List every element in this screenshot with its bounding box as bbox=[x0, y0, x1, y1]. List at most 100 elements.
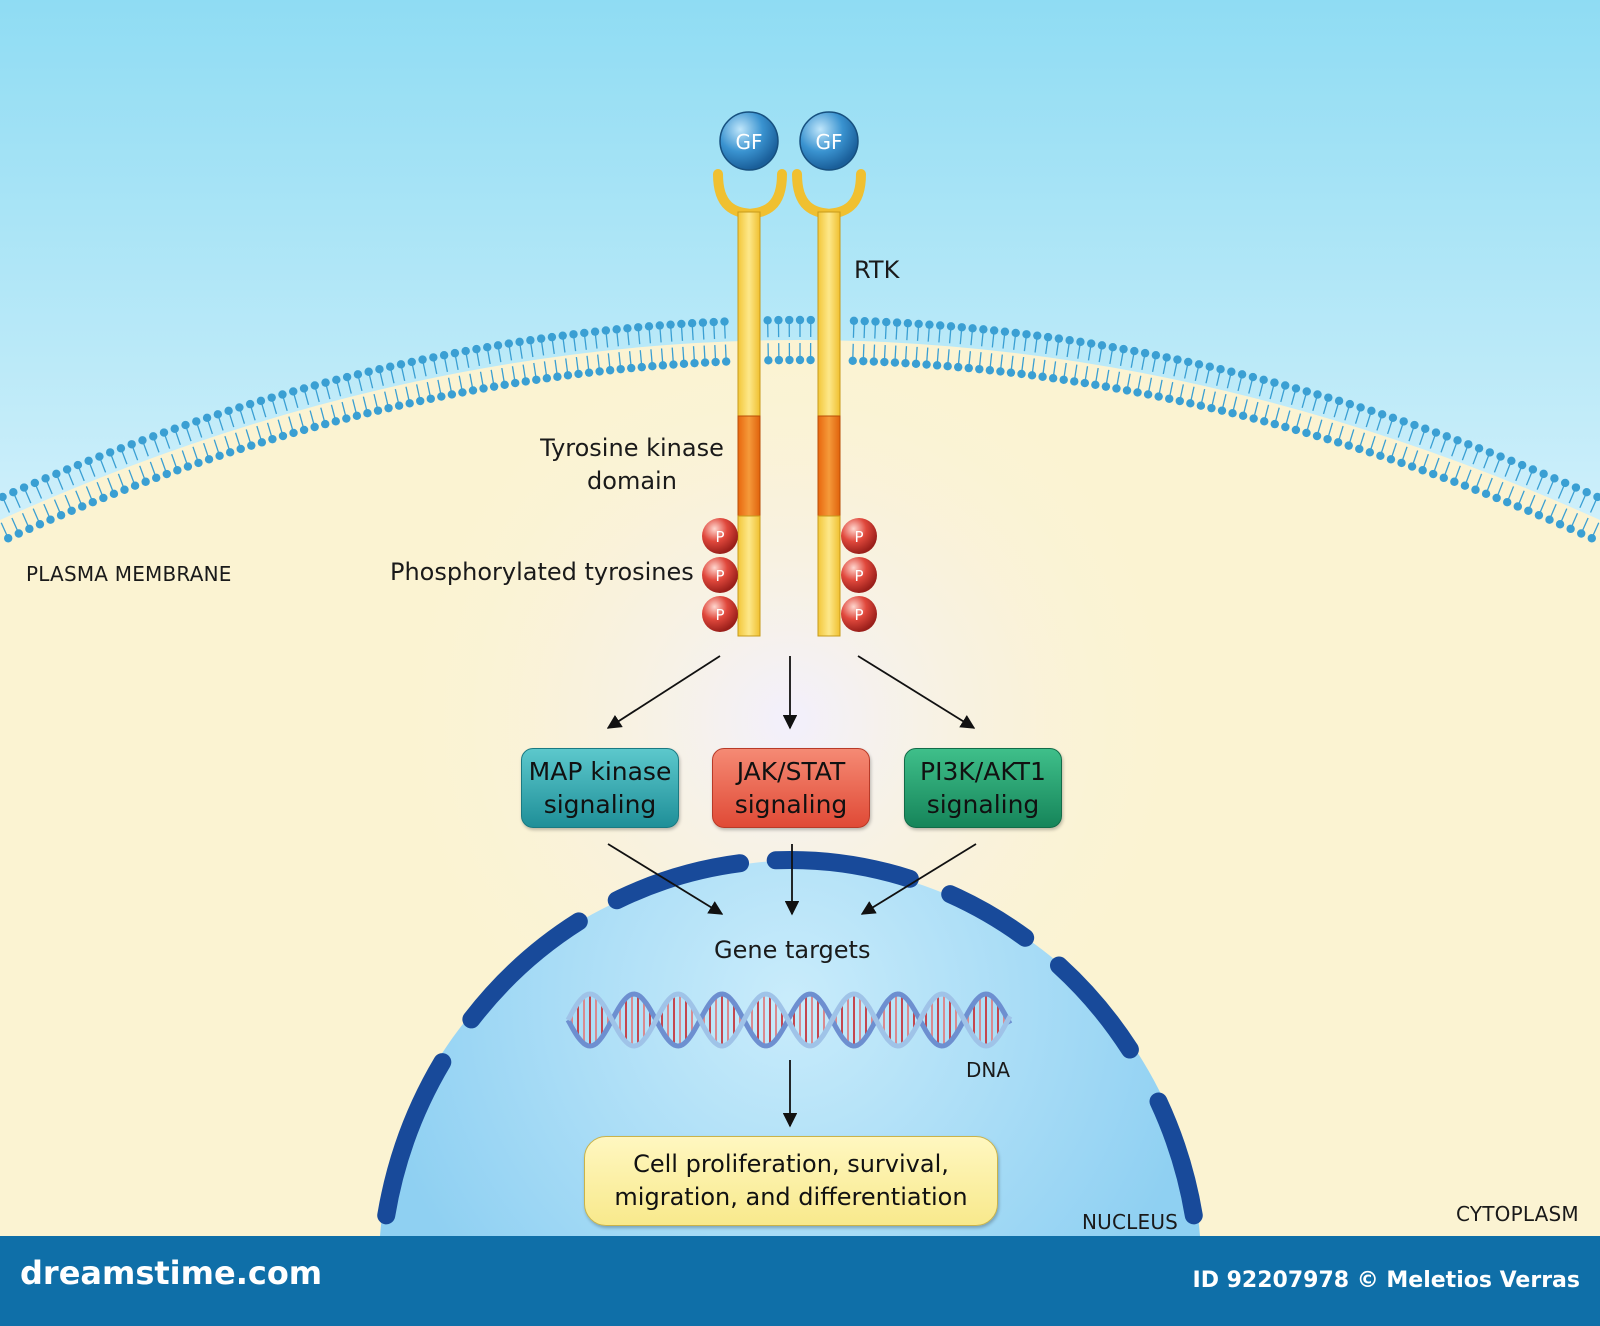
lipid-head bbox=[1312, 431, 1322, 441]
lipid-head bbox=[764, 356, 773, 365]
receptor-extracellular-segment bbox=[817, 211, 841, 417]
lipid-head bbox=[88, 498, 97, 507]
lipid-head bbox=[774, 315, 783, 325]
lipid-head bbox=[363, 409, 372, 418]
lipid-head bbox=[687, 319, 697, 328]
lipid-head bbox=[709, 317, 718, 327]
lipid-head bbox=[542, 374, 552, 383]
envelope-segment bbox=[377, 1053, 452, 1225]
lipid-head bbox=[141, 477, 150, 486]
lipid-head bbox=[62, 465, 72, 474]
lipid-head bbox=[331, 417, 340, 426]
lipid-head bbox=[1323, 434, 1332, 444]
lipid-head bbox=[648, 362, 657, 371]
lipid-head bbox=[384, 403, 393, 413]
phosphate-right-3: P bbox=[841, 596, 877, 632]
lipid-head bbox=[1038, 372, 1047, 381]
lipid-head bbox=[0, 492, 7, 502]
lipid-head bbox=[634, 323, 643, 332]
lipid-head bbox=[204, 455, 214, 464]
envelope-segment bbox=[941, 885, 1035, 947]
lipid-head bbox=[342, 372, 352, 382]
lipid-head bbox=[1143, 390, 1153, 399]
lipid-head bbox=[1431, 428, 1441, 437]
lipid-head bbox=[332, 375, 341, 385]
lipid-head bbox=[1539, 469, 1548, 479]
phosphorylated-tyrosines-label: Phosphorylated tyrosines bbox=[390, 558, 694, 586]
lipid-head bbox=[352, 411, 362, 421]
lipid-head bbox=[1022, 330, 1031, 339]
lipid-head bbox=[605, 366, 615, 375]
lipid-head bbox=[763, 316, 772, 325]
lipid-head bbox=[1429, 469, 1438, 479]
lipid-head bbox=[1133, 388, 1142, 397]
lipid-head bbox=[1496, 452, 1505, 461]
lipid-head bbox=[416, 396, 425, 406]
phosphate-right-1: P bbox=[841, 518, 877, 554]
lipid-head bbox=[500, 380, 509, 390]
map-box-line1: MAP kinase bbox=[528, 757, 672, 786]
lipid-head bbox=[1407, 462, 1417, 471]
lipid-head bbox=[669, 360, 678, 369]
lipid-head bbox=[658, 361, 668, 370]
svg-text:P: P bbox=[854, 567, 863, 585]
lipid-head bbox=[996, 367, 1005, 376]
lipid-head bbox=[458, 388, 467, 397]
lipid-head bbox=[1140, 348, 1150, 358]
lipid-head bbox=[116, 444, 126, 453]
lipid-head bbox=[1173, 355, 1182, 364]
lipid-head bbox=[553, 372, 562, 381]
lipid-head bbox=[1333, 438, 1343, 447]
envelope-segment bbox=[1049, 956, 1139, 1059]
lipid-head bbox=[510, 378, 520, 388]
lipid-head bbox=[532, 375, 541, 384]
lipid-head bbox=[46, 515, 55, 524]
arrow-pi3k-to-genes bbox=[860, 843, 977, 915]
lipid-head bbox=[580, 328, 589, 338]
gf-right-label: GF bbox=[815, 130, 842, 154]
dna-label: DNA bbox=[966, 1058, 1011, 1082]
lipid-head bbox=[1386, 455, 1396, 464]
lipid-head bbox=[943, 362, 952, 371]
growth-factor-right bbox=[799, 111, 859, 171]
lipid-head bbox=[321, 378, 330, 387]
lipid-head bbox=[1281, 422, 1290, 432]
lipid-head bbox=[1205, 362, 1214, 371]
outcome-line1: Cell proliferation, survival, bbox=[633, 1150, 949, 1178]
lipid-head bbox=[479, 384, 488, 393]
lipid-head bbox=[1302, 387, 1311, 396]
lipid-head bbox=[394, 401, 404, 410]
lipid-head bbox=[590, 327, 600, 336]
lipid-head bbox=[95, 452, 104, 461]
lipid-head bbox=[99, 493, 108, 503]
lipid-head bbox=[489, 382, 499, 391]
outcome-line2: migration, and differentiation bbox=[614, 1183, 968, 1211]
lipid-head bbox=[1281, 381, 1290, 390]
lipid-head bbox=[616, 364, 625, 374]
lipid-head bbox=[975, 364, 984, 374]
lipid-head bbox=[569, 330, 578, 339]
lipid-head bbox=[1345, 399, 1355, 409]
lipid-head bbox=[472, 344, 481, 354]
lipid-head bbox=[194, 458, 203, 468]
lipid-head bbox=[310, 381, 319, 390]
phosphate-left-1: P bbox=[702, 518, 738, 554]
tyrosine-kinase-domain-label: Tyrosine kinase domain bbox=[528, 432, 736, 498]
lipid-head bbox=[1006, 368, 1016, 377]
arrow-to-pi3k-akt1 bbox=[857, 655, 976, 729]
lipid-head bbox=[483, 343, 492, 352]
lipid-head bbox=[1550, 474, 1559, 483]
lipid-head bbox=[321, 419, 330, 429]
nucleus bbox=[380, 860, 1200, 1236]
lipid-head bbox=[1534, 511, 1544, 520]
lipid-head bbox=[1108, 343, 1117, 352]
lipid-head bbox=[774, 355, 784, 365]
lipid-head bbox=[882, 317, 891, 327]
lipid-head bbox=[170, 424, 179, 433]
lipid-head bbox=[109, 489, 119, 499]
svg-text:P: P bbox=[854, 528, 863, 546]
lipid-head bbox=[1162, 353, 1171, 362]
arrow-map-to-genes bbox=[607, 843, 724, 915]
jak-box-line1: JAK/STAT bbox=[736, 757, 846, 786]
